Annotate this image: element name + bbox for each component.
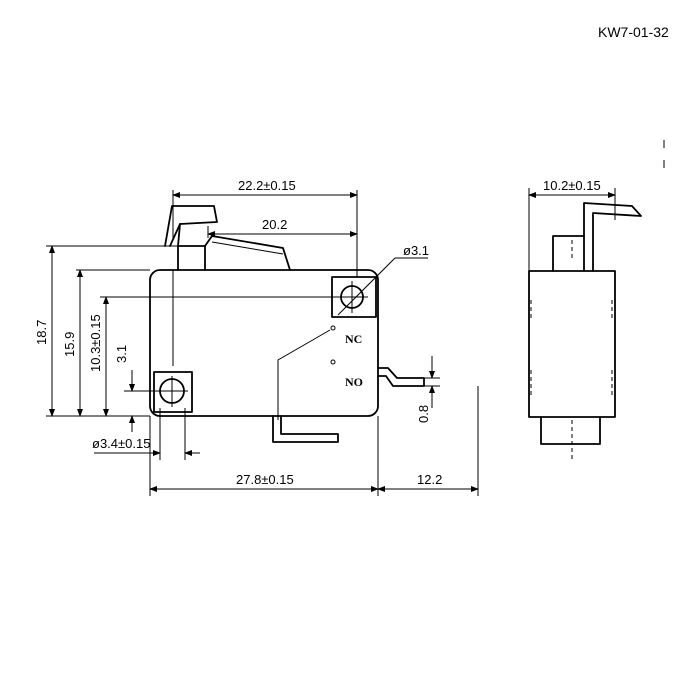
dim-terminal-thickness: 0.8: [416, 405, 431, 423]
side-body: [528, 270, 616, 418]
nc-contact-point: [330, 325, 336, 331]
common-contact: [277, 329, 331, 420]
no-label: NO: [345, 375, 363, 389]
switch-body: [149, 269, 379, 417]
side-terminal: [540, 416, 601, 445]
dim-hole-upper: ø3.1: [403, 243, 429, 258]
dim-side-width: 10.2±0.15: [543, 178, 601, 193]
plunger: [177, 245, 206, 271]
dim-body-length: 27.8±0.15: [236, 472, 294, 487]
common-terminal: [272, 415, 339, 443]
lower-hole-frame: [153, 371, 193, 413]
dim-hole-lower: ø3.4±0.15: [92, 436, 150, 451]
lever-arm-inner: [211, 241, 284, 255]
dim-height-body: 15.9: [62, 332, 77, 357]
side-plunger: [552, 235, 585, 272]
lever-link: [177, 223, 181, 247]
no-terminal: [377, 367, 425, 387]
model-title: KW7-01-32: [598, 24, 669, 40]
front-dimensions: 22.2±0.15 20.2 ø3.1 18.7 15.9 10.3±0.15 …: [34, 178, 479, 496]
side-view: 10.2±0.15: [528, 178, 642, 462]
dim-height-total: 18.7: [34, 320, 49, 345]
dim-terminal-length: 12.2: [417, 472, 442, 487]
dim-lever-pivot: 20.2: [262, 217, 287, 232]
nc-label: NC: [345, 332, 362, 346]
dim-height-lower-hole: 3.1: [114, 345, 129, 363]
no-contact-point: [330, 359, 336, 365]
lever-hook: [164, 205, 218, 247]
dim-lever-span: 22.2±0.15: [238, 178, 296, 193]
side-lever: [583, 202, 642, 272]
lever-arm: [204, 235, 291, 271]
dim-height-hole: 10.3±0.15: [88, 314, 103, 372]
front-view: NC NO: [149, 205, 425, 443]
